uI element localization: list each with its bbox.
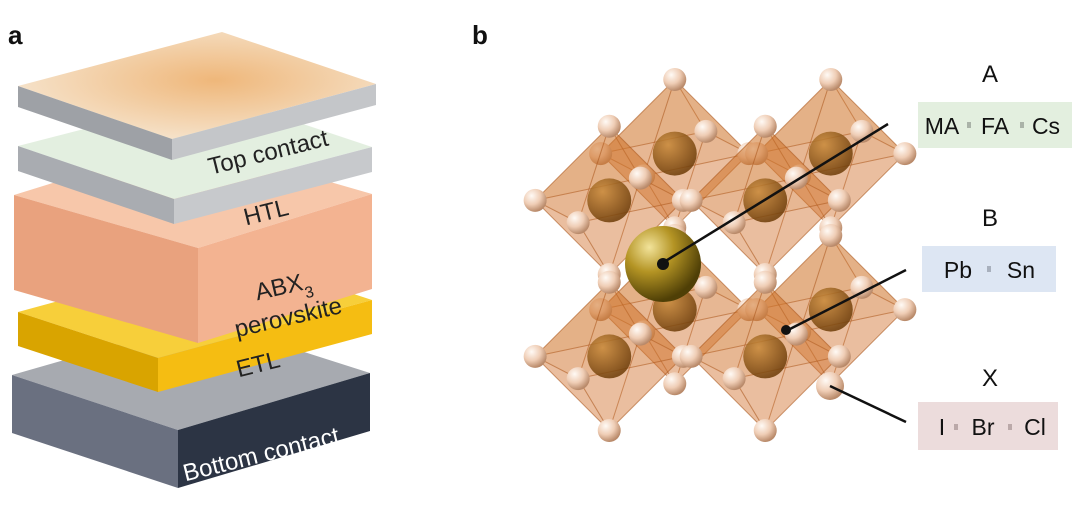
x-anion	[827, 344, 851, 368]
x-anion	[694, 119, 718, 143]
site-b-element-2: Sn	[1007, 257, 1035, 283]
octahedron-face	[764, 281, 840, 357]
octahedron-face	[600, 309, 676, 385]
site-x-element-2: Br	[972, 414, 995, 440]
site-a-legend: A MA FA Cs	[918, 61, 1072, 148]
x-anion	[597, 114, 621, 138]
x-anion	[722, 367, 746, 391]
separator	[967, 122, 971, 128]
x-anion	[628, 166, 652, 190]
label-abx-subscript: 3	[303, 283, 316, 302]
x-anion	[597, 270, 621, 294]
site-b-letter: B	[982, 205, 998, 232]
octahedron-face	[608, 125, 684, 201]
x-anion	[722, 211, 746, 235]
site-x-letter: X	[982, 365, 998, 392]
crystal-structure	[523, 68, 917, 442]
x-anion	[753, 419, 777, 442]
x-anion	[663, 372, 687, 396]
site-x-element-3: Cl	[1024, 414, 1046, 440]
octahedron-face	[755, 79, 832, 177]
octahedron-face	[690, 199, 766, 275]
octahedron-face	[830, 79, 906, 155]
x-anion	[893, 298, 917, 322]
x-anion	[819, 224, 843, 247]
x-anion	[589, 142, 613, 166]
octahedron-face	[690, 125, 766, 224]
b-cation	[587, 178, 632, 223]
x-anion	[745, 298, 769, 322]
b-cation	[587, 334, 632, 379]
octahedron-face	[608, 281, 684, 357]
octahedron-face	[674, 79, 750, 155]
x-anion	[753, 114, 777, 138]
x-anion	[679, 344, 703, 368]
x-anion	[679, 188, 703, 212]
b-cation	[743, 334, 788, 379]
x-anion	[850, 275, 874, 299]
octahedron-face	[600, 153, 676, 229]
x-anion	[893, 142, 917, 166]
site-a-element-2: FA	[981, 113, 1010, 139]
separator	[987, 266, 991, 272]
site-a-box	[918, 102, 1072, 148]
octahedron-face	[690, 281, 766, 380]
x-anion	[745, 142, 769, 166]
octahedron-face	[764, 177, 841, 275]
separator	[1008, 424, 1012, 430]
octahedron-face	[764, 125, 840, 201]
site-x-legend: X I Br Cl	[918, 365, 1058, 450]
octahedron-face	[764, 333, 841, 431]
site-a-element-1: MA	[925, 113, 960, 139]
octahedron-face	[534, 355, 610, 431]
site-x-element-1: I	[939, 414, 945, 440]
octahedron-face	[534, 281, 610, 380]
site-a-element-3: Cs	[1032, 113, 1060, 139]
site-b-legend: B Pb Sn	[922, 205, 1056, 292]
x-anion	[663, 68, 687, 91]
device-stack: Bottom contact ETL ABX3 perovskite HTL	[12, 32, 376, 488]
octahedron-face	[755, 235, 832, 333]
octahedron-face	[608, 333, 685, 431]
x-anion	[597, 419, 621, 442]
leader-line-b	[787, 268, 907, 332]
panel-label-a: a	[8, 20, 23, 50]
octahedron-face	[534, 125, 610, 224]
octahedron-face	[690, 355, 766, 431]
x-anion	[589, 298, 613, 322]
octahedron-face	[534, 199, 610, 275]
b-cation	[652, 131, 697, 176]
leader-line-x	[829, 384, 907, 424]
octahedron-face	[756, 153, 832, 229]
separator	[954, 424, 958, 430]
site-a-letter: A	[982, 61, 998, 88]
b-cation-marker	[781, 325, 791, 335]
x-anion	[566, 367, 590, 391]
leader-line-a	[663, 122, 889, 264]
layer-top-contact	[18, 32, 376, 160]
octahedron-face	[599, 79, 676, 177]
x-anion	[819, 68, 843, 91]
octahedron-face	[756, 309, 832, 385]
x-anion	[523, 344, 547, 368]
x-anion	[753, 270, 777, 294]
x-anion	[628, 322, 652, 346]
x-anion	[827, 188, 851, 212]
x-anion	[566, 211, 590, 235]
x-anion	[694, 275, 718, 299]
separator	[1020, 122, 1024, 128]
panel-label-b: b	[472, 20, 488, 50]
octahedron-face	[830, 235, 906, 311]
x-anion	[523, 188, 547, 212]
site-x-box	[918, 402, 1058, 450]
site-b-element-1: Pb	[944, 257, 972, 283]
